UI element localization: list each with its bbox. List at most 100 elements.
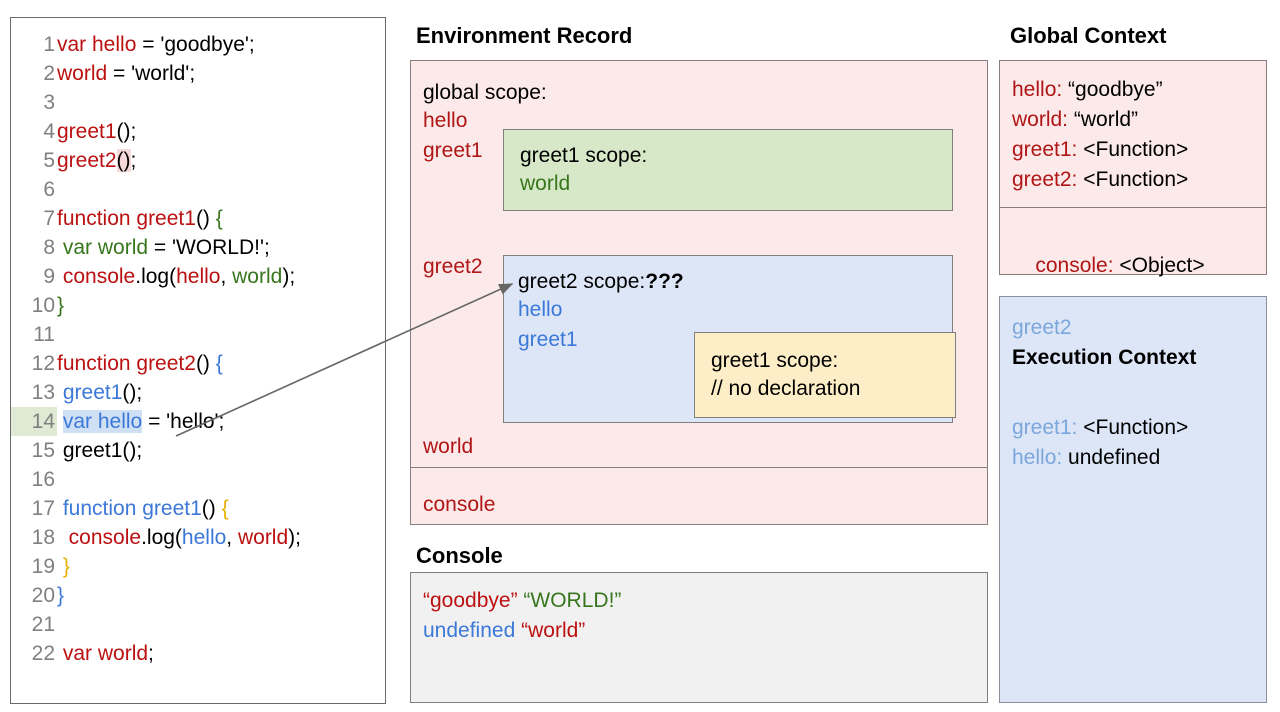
greet2-scope-binding-hello: hello bbox=[518, 298, 563, 321]
code-line[interactable]: 17 function greet1() { bbox=[11, 494, 385, 523]
code-line-number: 15 bbox=[31, 439, 55, 462]
code-line[interactable]: 8 var world = 'WORLD!'; bbox=[11, 233, 385, 262]
code-token: var hello bbox=[57, 33, 137, 56]
code-line-number: 4 bbox=[43, 120, 55, 143]
code-token: { bbox=[215, 352, 223, 375]
global-context-divider bbox=[1000, 207, 1266, 208]
code-token: = 'hello'; bbox=[142, 410, 225, 433]
code-token: () bbox=[195, 352, 216, 375]
global-binding-key: world: bbox=[1012, 108, 1069, 131]
code-line-content: } bbox=[57, 555, 70, 578]
execution-context-owner: greet2 bbox=[1012, 316, 1072, 339]
code-line-number: 3 bbox=[43, 91, 55, 114]
code-line[interactable]: 6 bbox=[11, 175, 385, 204]
code-line-number: 9 bbox=[43, 265, 55, 288]
code-line-content: var world; bbox=[57, 642, 154, 665]
code-token: , bbox=[226, 526, 238, 549]
execution-binding-key: hello: bbox=[1012, 446, 1063, 469]
code-token: hello bbox=[181, 526, 227, 549]
code-line-number: 16 bbox=[31, 468, 55, 491]
console-token: “goodbye” bbox=[423, 589, 518, 612]
execution-binding-key: greet1: bbox=[1012, 416, 1078, 439]
code-line[interactable]: 10} bbox=[11, 291, 385, 320]
execution-binding-value: <Function> bbox=[1077, 416, 1189, 439]
code-line[interactable]: 14 var hello = 'hello'; bbox=[11, 407, 385, 436]
environment-record-title: Environment Record bbox=[416, 23, 633, 48]
code-line-number: 12 bbox=[31, 352, 55, 375]
greet2-scope-binding-greet1: greet1 bbox=[518, 328, 578, 351]
code-token: (); bbox=[122, 381, 143, 404]
code-line-content: console.log(hello, world); bbox=[57, 526, 301, 549]
code-line-number: 21 bbox=[31, 613, 55, 636]
code-line[interactable]: 7function greet1() { bbox=[11, 204, 385, 233]
env-binding-world: world bbox=[423, 435, 474, 458]
global-binding-value: <Function> bbox=[1077, 138, 1189, 161]
code-line-content: var hello = 'goodbye'; bbox=[57, 33, 255, 56]
code-line-number: 18 bbox=[31, 526, 55, 549]
console-title: Console bbox=[416, 543, 503, 568]
execution-binding-row: greet1: <Function> bbox=[1012, 413, 1188, 443]
code-panel: 1var hello = 'goodbye';2world = 'world';… bbox=[10, 17, 386, 704]
code-line[interactable]: 13 greet1(); bbox=[11, 378, 385, 407]
console-line: “goodbye” “WORLD!” bbox=[423, 587, 621, 615]
code-token: var world bbox=[62, 236, 149, 259]
code-token: ; bbox=[130, 149, 137, 172]
code-token: .log( bbox=[135, 265, 177, 288]
code-token: var hello bbox=[62, 410, 143, 433]
code-line-content: function greet1() { bbox=[57, 207, 223, 230]
greet1-inner-scope-title: greet1 scope: bbox=[711, 349, 839, 372]
execution-context-heading: Execution Context bbox=[1012, 346, 1197, 369]
code-line-content: var world = 'WORLD!'; bbox=[57, 236, 270, 259]
global-context-box: hello: “goodbye”world: “world”greet1: <F… bbox=[999, 60, 1267, 277]
greet2-scope-box: greet2 scope:??? hello greet1 greet1 sco… bbox=[503, 255, 956, 423]
code-line[interactable]: 1var hello = 'goodbye'; bbox=[11, 30, 385, 59]
code-line[interactable]: 11 bbox=[11, 320, 385, 349]
global-binding-value: “world” bbox=[1068, 108, 1139, 131]
greet1-scope-binding-world: world bbox=[520, 172, 571, 195]
code-token: , bbox=[220, 265, 233, 288]
code-line[interactable]: 4greet1(); bbox=[11, 117, 385, 146]
code-line[interactable]: 19 } bbox=[11, 552, 385, 581]
code-line-number: 19 bbox=[31, 555, 55, 578]
code-token: .log( bbox=[141, 526, 182, 549]
code-line[interactable]: 21 bbox=[11, 610, 385, 639]
code-line-number: 2 bbox=[43, 62, 55, 85]
code-token: greet2 bbox=[57, 149, 117, 172]
code-line-number: 5 bbox=[43, 149, 55, 172]
greet1-scope-box: greet1 scope: world bbox=[503, 129, 953, 211]
code-token: ; bbox=[148, 642, 154, 665]
code-line[interactable]: 15 greet1(); bbox=[11, 436, 385, 465]
code-line[interactable]: 18 console.log(hello, world); bbox=[11, 523, 385, 552]
code-line-content: } bbox=[57, 584, 64, 607]
console-token: “WORLD!” bbox=[523, 589, 622, 612]
code-line[interactable]: 20} bbox=[11, 581, 385, 610]
code-line[interactable]: 16 bbox=[11, 465, 385, 494]
code-line[interactable]: 5greet2(); bbox=[11, 146, 385, 175]
code-token: (); bbox=[116, 120, 137, 143]
greet1-inner-scope-comment: // no declaration bbox=[711, 377, 861, 400]
console-output-box: “goodbye” “WORLD!”undefined “world” bbox=[410, 572, 988, 703]
code-line-number: 17 bbox=[31, 497, 55, 520]
code-token: = 'world'; bbox=[107, 62, 196, 85]
execution-binding-value: undefined bbox=[1062, 446, 1161, 469]
code-line[interactable]: 12function greet2() { bbox=[11, 349, 385, 378]
code-line[interactable]: 9 console.log(hello, world); bbox=[11, 262, 385, 291]
global-binding-value: <Function> bbox=[1077, 168, 1189, 191]
code-line-list[interactable]: 1var hello = 'goodbye';2world = 'world';… bbox=[11, 30, 385, 668]
env-binding-greet1: greet1 bbox=[423, 139, 483, 162]
code-token: hello bbox=[176, 265, 221, 288]
code-line-number: 6 bbox=[43, 178, 55, 201]
code-line[interactable]: 3 bbox=[11, 88, 385, 117]
code-token: () bbox=[116, 149, 131, 172]
environment-record-box: global scope: hello greet1 greet2 world … bbox=[410, 60, 988, 525]
code-line[interactable]: 2world = 'world'; bbox=[11, 59, 385, 88]
code-token: function greet1 bbox=[57, 207, 196, 230]
code-token: function greet2 bbox=[57, 352, 196, 375]
code-line[interactable]: 22 var world; bbox=[11, 639, 385, 668]
env-binding-console: console bbox=[423, 493, 496, 516]
code-line-number: 22 bbox=[31, 642, 55, 665]
code-token bbox=[57, 526, 69, 549]
code-line-content: world = 'world'; bbox=[57, 62, 195, 85]
greet2-scope-title-row: greet2 scope:??? bbox=[518, 268, 684, 296]
console-token: undefined bbox=[423, 619, 516, 642]
